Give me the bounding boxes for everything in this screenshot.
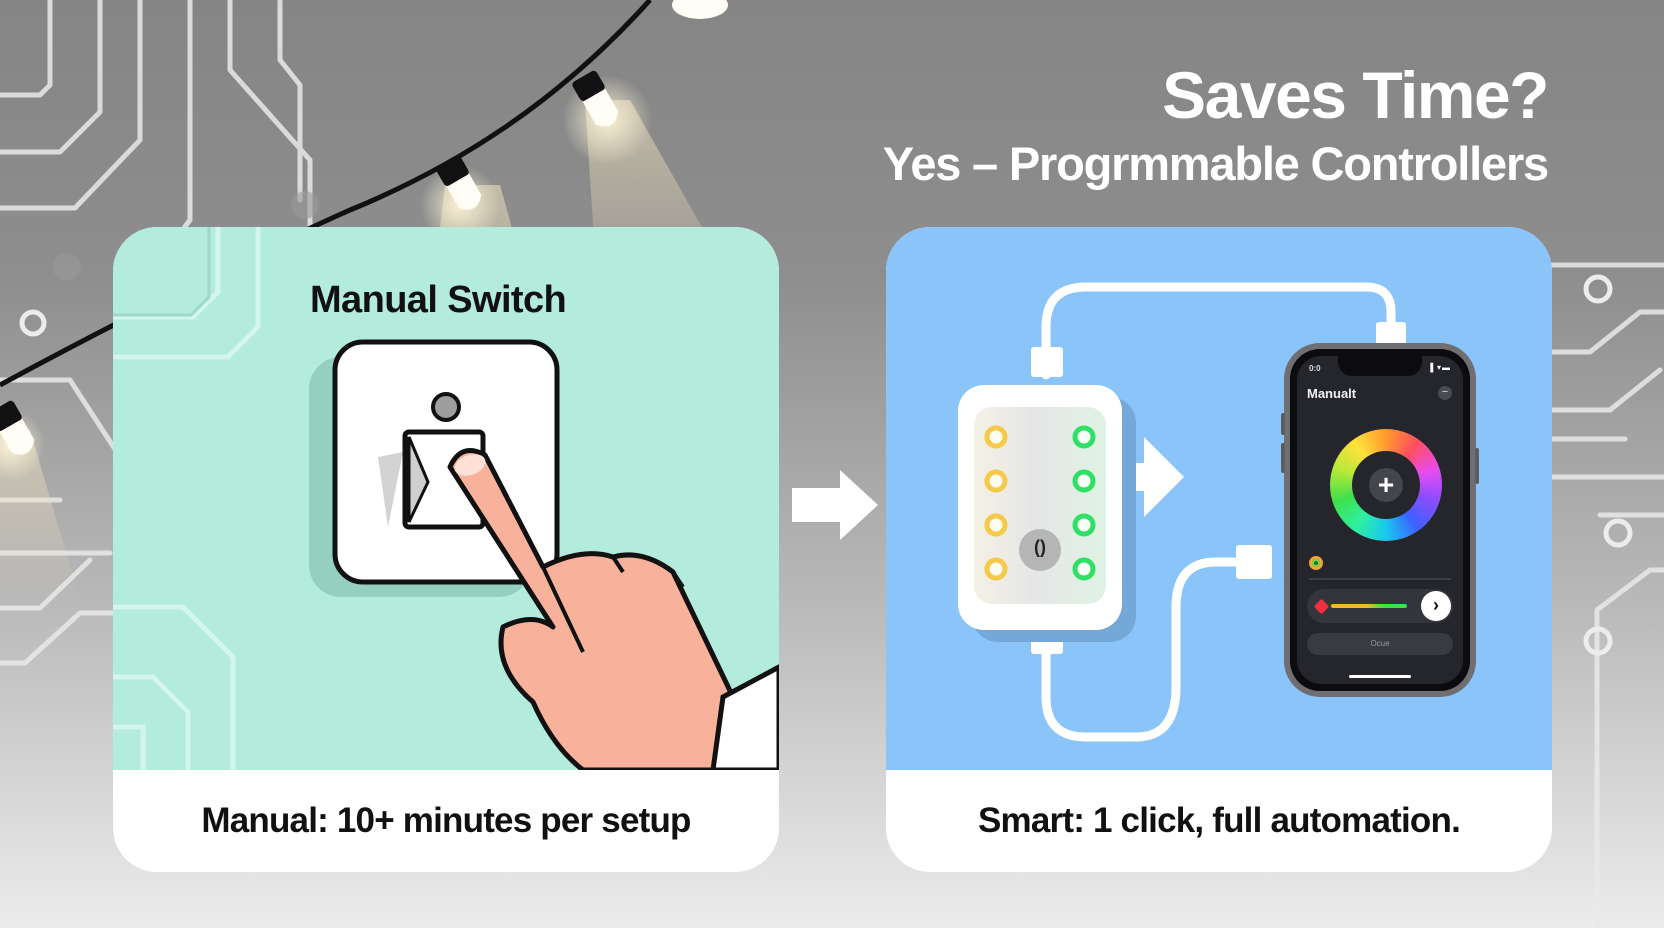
home-indicator bbox=[1349, 675, 1411, 678]
phone-notch bbox=[1338, 356, 1422, 376]
color-wheel[interactable]: + bbox=[1330, 429, 1442, 541]
manual-switch-card: Manual Switch Manual: 10+ minutes per se… bbox=[113, 227, 779, 872]
manual-caption: Manual: 10+ minutes per setup bbox=[201, 801, 691, 840]
minus-button[interactable]: − bbox=[1438, 386, 1452, 400]
next-button[interactable]: › bbox=[1421, 591, 1451, 621]
page-subtitle: Yes – Progrmmable Controllers bbox=[882, 137, 1549, 190]
smart-caption: Smart: 1 click, full automation. bbox=[977, 801, 1461, 840]
slider-handle[interactable] bbox=[1313, 598, 1330, 615]
bottom-action-button[interactable]: Ocue bbox=[1307, 633, 1453, 655]
hand-pressing-switch-icon bbox=[309, 339, 779, 770]
card-circuit-icon bbox=[113, 227, 261, 770]
smartphone: 0:0 ▌▾▬ Manualt − + › Ocue bbox=[1281, 343, 1479, 697]
phone-side-button bbox=[1475, 448, 1479, 484]
color-slider[interactable] bbox=[1331, 604, 1407, 608]
controller-power-button[interactable]: () bbox=[1034, 537, 1046, 557]
led-controller: () bbox=[958, 385, 1136, 642]
color-slider-row: › bbox=[1307, 589, 1453, 623]
app-title: Manualt bbox=[1307, 386, 1357, 401]
manual-switch-heading: Manual Switch bbox=[310, 279, 567, 321]
smart-controller-card: () Smart: 1 click, full automation. bbox=[886, 227, 1552, 872]
manual-switch-illustration: Manual Switch bbox=[113, 227, 779, 770]
led-indicators-icon bbox=[984, 425, 1096, 581]
status-time: 0:0 bbox=[1309, 364, 1321, 373]
phone-side-button bbox=[1281, 413, 1285, 435]
arrow-right-icon bbox=[792, 470, 878, 540]
cable-icon bbox=[1031, 282, 1406, 742]
add-color-button[interactable]: + bbox=[1369, 468, 1403, 502]
color-swatch-icon[interactable] bbox=[1309, 556, 1323, 570]
phone-screen: 0:0 ▌▾▬ Manualt − + › Ocue bbox=[1297, 356, 1463, 684]
arrow-right-icon bbox=[1101, 437, 1184, 517]
phone-side-button bbox=[1281, 443, 1285, 473]
page-title: Saves Time? bbox=[1162, 58, 1549, 132]
divider bbox=[1309, 578, 1451, 580]
header: Saves Time? Yes – Progrmmable Controller… bbox=[882, 58, 1550, 194]
signal-wifi-battery-icon: ▌▾▬ bbox=[1430, 363, 1451, 372]
